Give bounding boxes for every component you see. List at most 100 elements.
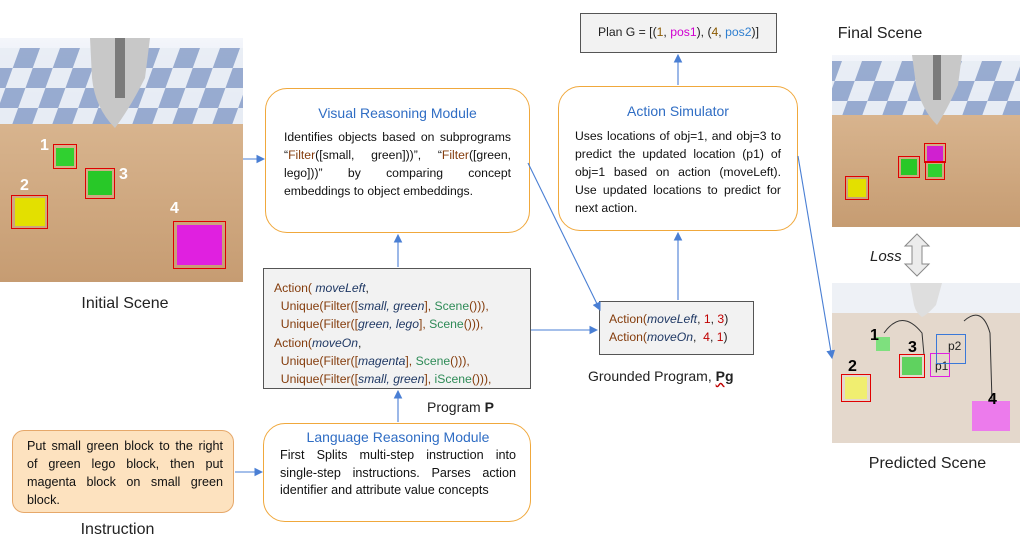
predicted-p2-box — [936, 334, 966, 364]
predicted-green-lego — [902, 357, 922, 375]
gl1a: Action( — [609, 312, 647, 326]
pl5c: ], — [405, 353, 416, 368]
pl5b: magenta — [357, 353, 406, 368]
plan-pos2: pos2 — [725, 25, 752, 39]
instruction-text: Put small green block to the right of gr… — [27, 439, 223, 507]
predicted-label-3: 3 — [908, 339, 917, 356]
predicted-label-4: 4 — [988, 391, 997, 408]
visual-args-2: ([green, lego]))” by comparing concept e… — [284, 148, 511, 198]
visual-filter-2: Filter — [441, 148, 469, 162]
pl3d: Scene — [429, 317, 464, 332]
gl2a: Action( — [609, 330, 647, 345]
final-green-lego — [901, 159, 917, 175]
plan-sep2: , — [718, 25, 726, 39]
visual-module-title: Visual Reasoning Module — [318, 105, 477, 121]
program-line-2: Unique(Filter([small, green], Scene())), — [274, 297, 530, 315]
pl3c: ], — [418, 317, 430, 332]
plan-n1: 1 — [656, 25, 664, 39]
plan-n2: 4 — [711, 25, 719, 39]
gl2g: ) — [723, 330, 728, 345]
pl6a: Unique(Filter([ — [274, 372, 358, 387]
final-box-lego — [898, 156, 920, 178]
pl3b: green, lego — [357, 317, 419, 332]
gl1d: 1 — [703, 312, 711, 326]
plan-prefix: Plan G = [( — [598, 25, 657, 39]
program-caption-bold: P — [484, 399, 494, 415]
pl6d: iScene — [434, 372, 472, 387]
action-simulator-module: Action Simulator Uses locations of obj=1… — [558, 86, 798, 231]
pl1b: moveLeft — [315, 281, 366, 295]
magenta-block — [177, 225, 222, 265]
pl2a: Unique(Filter([ — [274, 299, 358, 314]
pl6b: small, green — [357, 372, 425, 387]
language-module-text: First Splits multi-step instruction into… — [280, 448, 516, 497]
grounded-caption: Grounded Program, Pg — [588, 368, 734, 384]
final-box-green — [925, 161, 945, 180]
plan-suffix: )] — [751, 25, 759, 39]
pl2c: ], — [424, 299, 435, 314]
plan-box: Plan G = [(1, pos1), (4, pos2)] — [580, 13, 777, 53]
small-green-cube — [56, 148, 74, 166]
visual-text-a: Identifies objects based on subprograms … — [284, 130, 511, 162]
pl2e: ())), — [469, 299, 489, 314]
program-line-4: Action(moveOn, — [274, 334, 530, 352]
program-line-5: Unique(Filter([magenta], Scene())), — [274, 352, 530, 370]
grounded-line-1: Action(moveLeft, 1, 3) — [609, 310, 753, 328]
predicted-p1-box — [930, 353, 950, 377]
gl1b: moveLeft — [646, 312, 698, 326]
gl2b: moveOn — [646, 330, 693, 345]
predicted-yellow-cube — [845, 377, 867, 399]
predicted-scene-image: 1 3 p1 p2 2 4 — [832, 283, 1020, 443]
pl3e: ())), — [463, 317, 484, 332]
grounded-caption-text: Grounded Program, — [588, 368, 716, 384]
plan-mid: ), ( — [696, 25, 712, 39]
initial-scene-caption: Initial Scene — [81, 295, 169, 312]
predicted-box-3 — [899, 354, 925, 378]
plan-sep1: , — [663, 25, 671, 39]
loss-label: Loss — [870, 248, 902, 265]
gl1c: , — [697, 312, 704, 326]
program-caption: Program P — [427, 399, 494, 415]
predicted-scene-caption: Predicted Scene — [868, 455, 987, 472]
gl2c: , — [693, 330, 704, 345]
green-lego-block — [88, 171, 112, 195]
final-magenta-block — [927, 146, 943, 161]
visual-module-text: Identifies objects based on subprograms … — [284, 128, 511, 200]
predicted-box-2 — [841, 374, 871, 402]
plan-pos1: pos1 — [670, 25, 697, 39]
gl1e: , — [710, 312, 718, 326]
predicted-magenta-block — [972, 401, 1010, 431]
action-simulator-text: Uses locations of obj=1, and obj=3 to pr… — [575, 129, 781, 215]
predicted-small-green-cube — [876, 337, 890, 351]
instruction-caption: Instruction — [80, 521, 155, 538]
object-label-1: 1 — [40, 137, 49, 154]
pl5e: ())), — [450, 353, 470, 368]
pl4b: moveOn — [311, 335, 358, 350]
detection-box-3 — [85, 168, 115, 199]
visual-args-1: ([small, green]))”, “ — [315, 148, 442, 162]
predicted-label-2: 2 — [848, 358, 857, 375]
visual-reasoning-module: Visual Reasoning Module Identifies objec… — [265, 88, 530, 233]
gl1g: ) — [724, 312, 729, 326]
gl2e: , — [709, 330, 717, 345]
detection-box-4 — [173, 221, 226, 269]
pl4c: , — [358, 335, 362, 350]
detection-box-2 — [11, 195, 48, 229]
instruction-box: Put small green block to the right of gr… — [12, 430, 234, 513]
predicted-p2-label: p2 — [948, 339, 962, 353]
final-scene-image — [832, 55, 1020, 227]
detection-box-1 — [53, 144, 77, 169]
loss-double-arrow-icon — [903, 233, 931, 277]
program-line-6: Unique(Filter([small, green], iScene()))… — [274, 370, 530, 388]
program-caption-text: Program — [427, 399, 485, 415]
predicted-label-1: 1 — [870, 327, 879, 344]
program-line-1: Action( moveLeft, — [274, 279, 530, 297]
grounded-program-box: Action(moveLeft, 1, 3) Action(moveOn, 4,… — [599, 301, 754, 355]
final-green-cube — [928, 164, 942, 177]
gl2d: 4 — [703, 330, 710, 345]
language-reasoning-module: Language Reasoning Module First Splits m… — [263, 423, 531, 522]
grounded-line-2: Action(moveOn, 4, 1) — [609, 328, 753, 346]
action-simulator-title: Action Simulator — [627, 103, 729, 119]
pl1c: , — [365, 281, 369, 295]
object-label-3: 3 — [119, 166, 128, 183]
